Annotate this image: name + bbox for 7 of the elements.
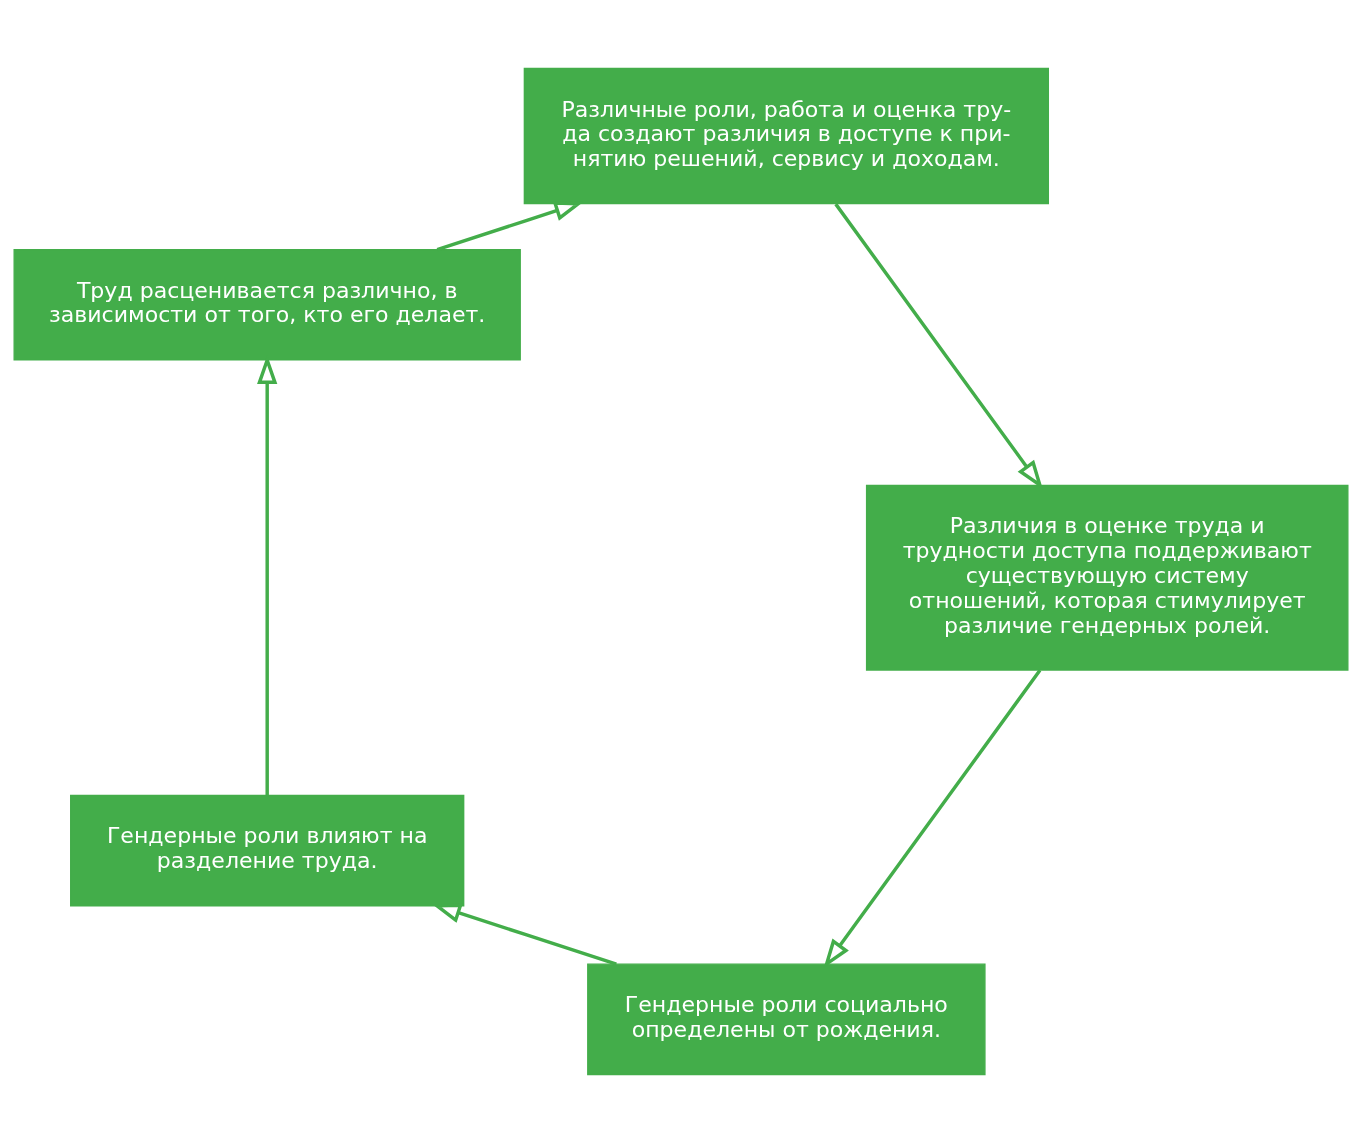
node-box: Различные роли, работа и оценка тру- да создают различия в доступе к при- нятию решений, сервису и доходам. [523,67,1049,204]
node-box: Труд расценивается различно, в зависимости от того, кто его делает. [13,248,521,361]
node-box: Гендерные роли социально определены от рождения. [587,963,986,1075]
arrow [823,668,1042,968]
node-box: Гендерные роли влияют на разделение труда. [70,794,465,906]
node-box: Различия в оценке труда и трудности доступа поддерживают существующую систему отношений, которая стимулирует различие гендерных ролей. [865,484,1349,671]
arrow [432,903,617,966]
